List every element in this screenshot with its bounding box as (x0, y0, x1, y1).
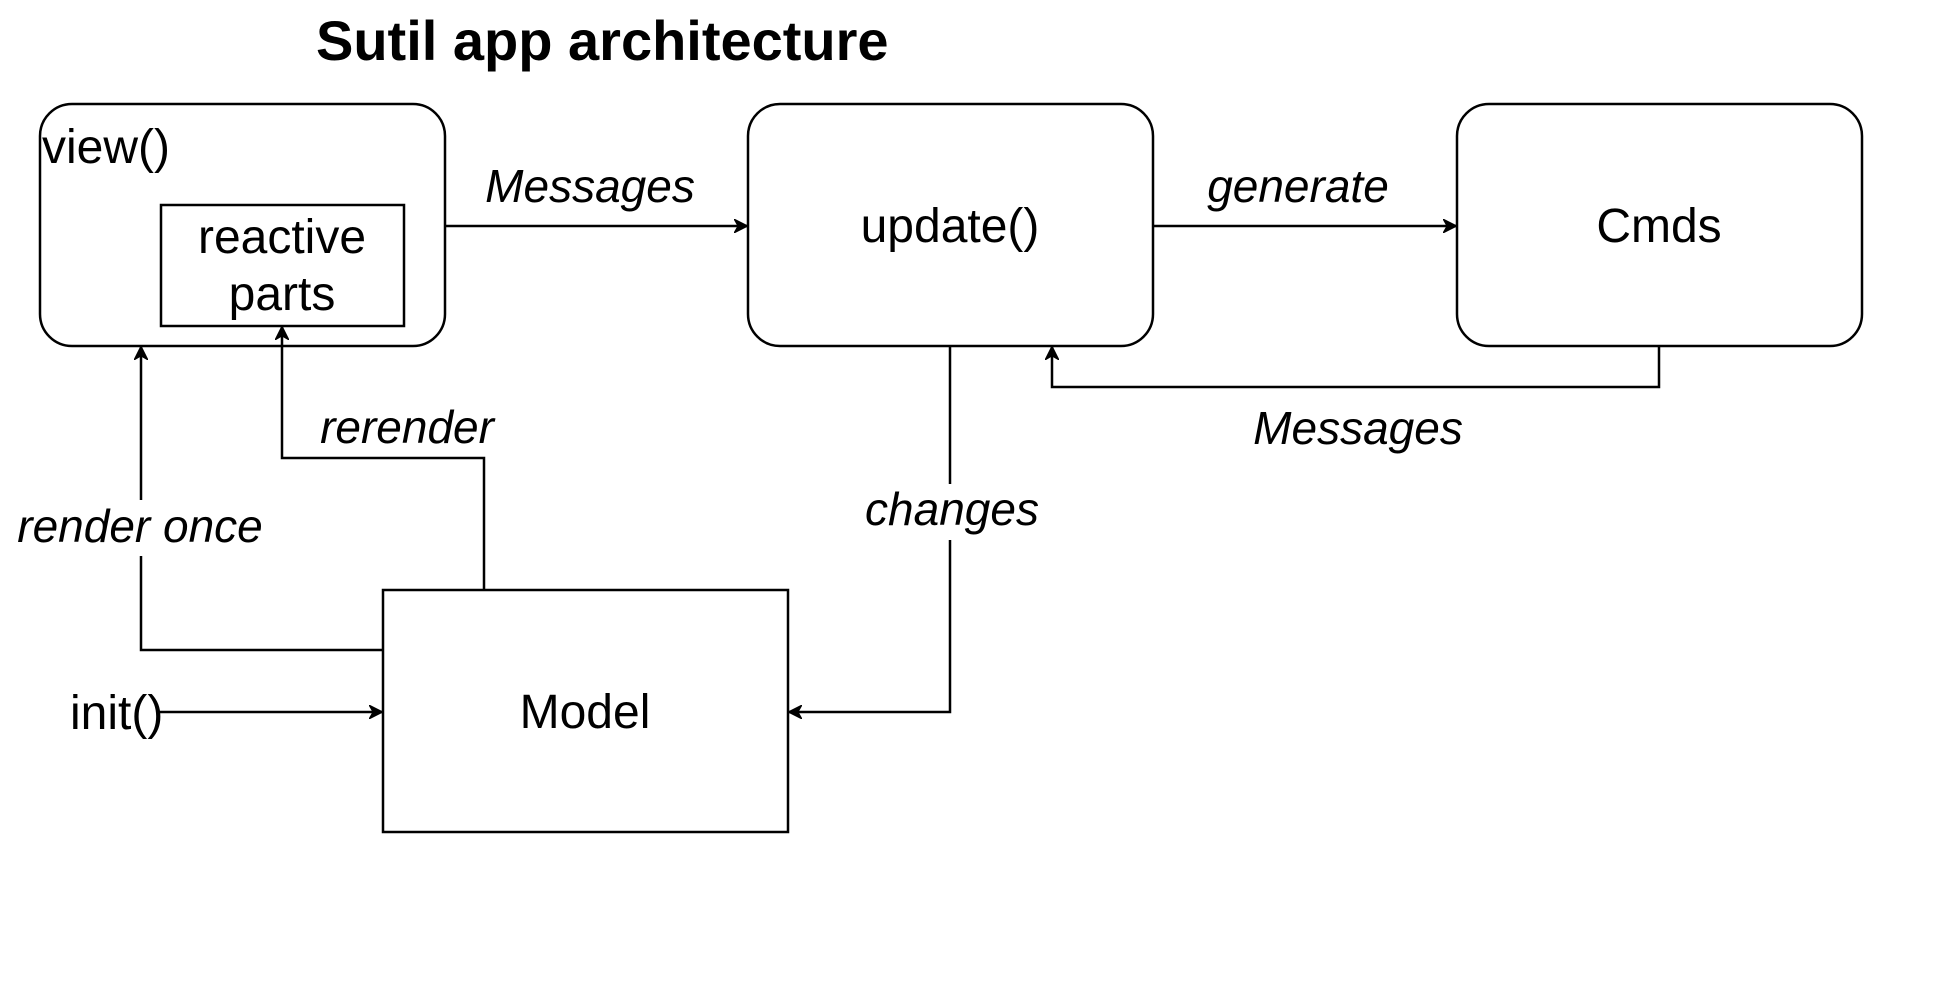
edge-model-to-view (141, 347, 383, 652)
edge-cmds-to-update-label: Messages (1253, 402, 1463, 454)
view-node-label: view() (42, 121, 170, 174)
edge-update-to-model-label: changes (865, 483, 1039, 535)
update-node-label: update() (861, 200, 1040, 253)
diagram-title: Sutil app architecture (316, 9, 889, 72)
reactive-parts-node (159, 203, 406, 328)
reactive-parts-label-line1: reactive (198, 211, 366, 264)
cmds-node-label: Cmds (1596, 200, 1721, 253)
edge-model-to-reactive-parts-label: rerender (320, 401, 496, 453)
edge-model-to-view-label: render once (17, 500, 263, 552)
init-label: init() (70, 687, 163, 740)
edge-cmds-to-update (1052, 346, 1661, 389)
edge-model-to-view-label-bg (16, 500, 266, 556)
model-node (381, 588, 790, 834)
model-node-label: Model (520, 686, 651, 739)
reactive-parts-label-line2: parts (229, 268, 336, 321)
edge-update-to-cmds-label: generate (1207, 160, 1389, 212)
edge-view-to-update-label: Messages (485, 160, 695, 212)
edge-update-to-model-label-bg (866, 484, 1036, 540)
edge-update-to-model (789, 346, 952, 712)
edge-model-to-reactive-parts (282, 327, 486, 590)
